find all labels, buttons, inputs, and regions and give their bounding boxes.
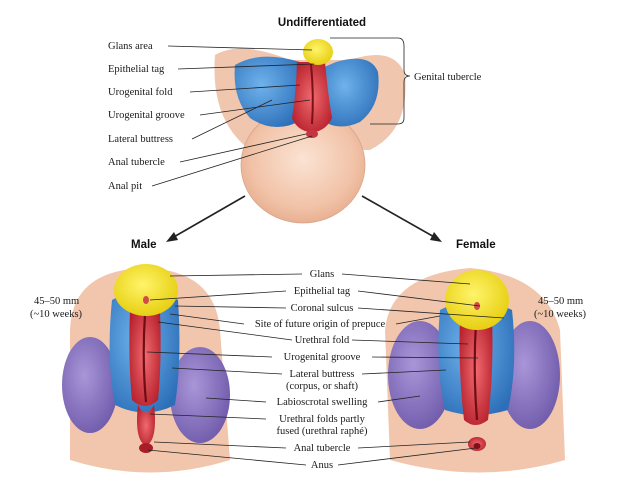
leader-anal-tubercle [179,133,307,163]
label-urogenital-groove: Urogenital groove [108,110,185,121]
undifferentiated-heading: Undifferentiated [278,17,366,29]
top-glans-area [303,39,333,65]
leader-urogenital-groove [199,99,311,116]
female-illustration [385,268,565,473]
bottom-label-group: Glans Epithelial tag Coronal sulcus Site… [146,269,505,471]
genital-tubercle-bracket [330,37,411,125]
male-illustration [62,264,230,473]
female-labioscrotal-swelling-left [388,321,452,429]
label-coronal-sulcus: Coronal sulcus [291,303,354,314]
leader-anal-pit [151,135,313,187]
leader-anus-male [147,449,307,466]
male-glans [114,264,178,316]
label-glans-area: Glans area [108,41,153,52]
arrow-to-female [361,195,437,239]
label-anal-pit: Anal pit [108,181,142,192]
undifferentiated-illustration [214,39,406,224]
development-arrows [166,195,442,242]
male-heading: Male [131,239,157,251]
female-urethral-fold [459,313,493,425]
leader-urogenital-groove-female [371,356,479,359]
label-lateral-buttress: Lateral buttress [108,134,173,145]
male-urethral-fold [129,305,161,406]
leader-labioscrotal-male [205,397,267,403]
leader-urogenital-fold [189,84,301,93]
leader-glans-female [341,273,471,285]
arrow-to-male-head [166,232,178,242]
male-size: 45–50 mm [34,296,79,307]
leader-urogenital-groove-male [146,351,273,358]
leader-coronal-sulcus-female [357,307,505,319]
top-lateral-buttress-right [322,58,379,127]
leader-epithelial-tag-male [149,290,287,301]
label-urethral-folds-fused: Urethral folds partly [279,414,365,425]
leader-epithelial-tag-female [357,290,481,307]
top-lateral-buttress-left [234,56,302,128]
label-labioscrotal-swelling: Labioscrotal swelling [277,397,368,408]
female-labioscrotal-swelling-right [500,321,560,429]
leader-labioscrotal-female [377,395,421,403]
female-urogenital-groove [473,321,479,421]
leader-glans-area [167,45,313,51]
label-genital-tubercle: Genital tubercle [414,72,482,83]
label-glans: Glans [310,269,335,280]
female-glans [445,270,509,330]
label-lateral-buttress-bottom: Lateral buttress [289,369,354,380]
female-heading: Female [456,239,496,251]
male-urethral-raphe [137,405,155,446]
leader-prepuce-male [169,313,245,325]
label-urethral-raphe: fused (urethral raphé) [277,426,368,437]
male-labioscrotal-swelling-left [62,337,118,433]
label-anal-tubercle: Anal tubercle [108,157,165,168]
leader-urethral-raphe-male [149,413,267,420]
male-epithelial-tag [143,296,149,304]
female-age: (~10 weeks) [534,309,587,320]
label-lateral-buttress-sub: (corpus, or shaft) [286,381,359,392]
leader-coronal-sulcus-male [174,305,287,309]
leader-lateral-buttress-male [171,367,283,375]
top-label-group: Glans area Epithelial tag Urogenital fol… [108,37,482,192]
male-urogenital-groove [142,313,148,403]
leader-anal-tubercle-male [153,441,287,449]
leader-epithelial-tag [177,63,315,70]
male-age: (~10 weeks) [30,309,83,320]
leader-anal-tubercle-female [357,441,471,449]
label-anal-tubercle-bottom: Anal tubercle [294,443,351,454]
leader-lateral-buttress-female [361,369,447,375]
male-labioscrotal-swelling-right [170,347,230,443]
label-urogenital-groove-bottom: Urogenital groove [284,352,361,363]
label-epithelial-tag: Epithelial tag [108,64,165,75]
label-epithelial-tag-bottom: Epithelial tag [294,286,351,297]
male-anus [139,443,153,453]
label-urogenital-fold: Urogenital fold [108,87,173,98]
leader-glans-male [169,273,303,277]
leader-prepuce-female [395,315,441,325]
female-anus [473,443,481,449]
arrow-to-male [171,195,246,239]
leader-urethral-fold-male [157,321,293,341]
top-anal-tubercle [306,130,318,138]
leader-urethral-fold-female [351,339,469,345]
arrow-to-female-head [430,232,442,242]
female-size: 45–50 mm [538,296,583,307]
top-urogenital-groove [310,63,314,125]
label-prepuce-origin: Site of future origin of prepuce [255,319,386,330]
leader-lateral-buttress [191,99,273,140]
leader-anus-female [337,447,477,466]
label-anus: Anus [311,460,333,471]
label-urethral-fold: Urethral fold [295,335,350,346]
